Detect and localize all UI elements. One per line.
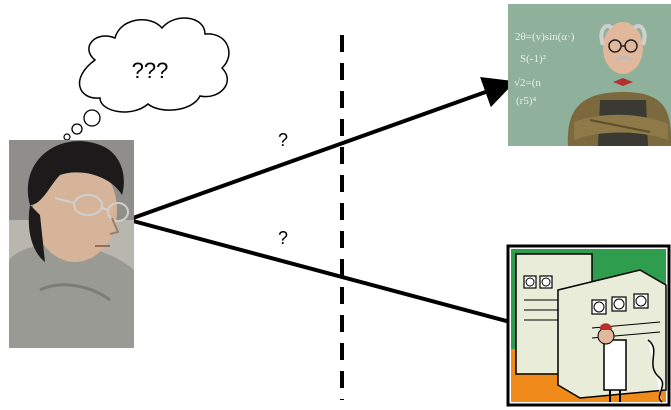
svg-text:2θ=(v)sin(α·): 2θ=(v)sin(α·) xyxy=(515,31,575,43)
arrow-to-computer xyxy=(133,221,510,322)
svg-text:(r5)⁴: (r5)⁴ xyxy=(516,95,536,107)
edge-label-computer: ? xyxy=(278,228,288,248)
thought-dot-large xyxy=(84,110,100,126)
thought-dot-medium xyxy=(72,124,82,134)
professor-photo: 2θ=(v)sin(α·) S(-1)² √2=(n (r5)⁴ xyxy=(508,4,671,146)
thought-dot-small xyxy=(64,134,70,140)
svg-text:S(-1)²: S(-1)² xyxy=(520,53,547,65)
person-photo xyxy=(9,140,134,348)
thought-text: ??? xyxy=(132,58,169,83)
computer-clipart xyxy=(508,246,669,405)
svg-text:√2=(n: √2=(n xyxy=(514,77,541,89)
thought-bubble: ??? xyxy=(64,18,229,140)
edge-label-professor: ? xyxy=(278,130,288,150)
